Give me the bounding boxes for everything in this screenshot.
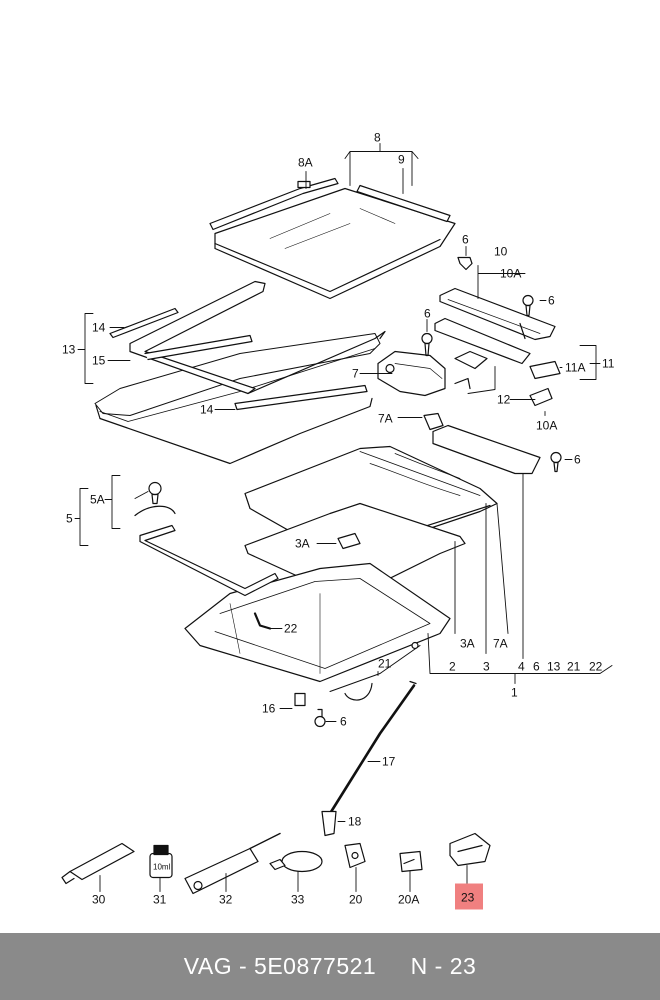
labels: 8 8A 9 6 10 10A 6 6 7 11A 11 12 10A 7A 6…: [62, 131, 615, 907]
label-part-20a: 20A: [398, 893, 419, 907]
label-part-30: 30: [92, 893, 106, 907]
label-22: 22: [284, 622, 298, 636]
seal-14-lower: [144, 334, 368, 411]
seal-15: [129, 280, 386, 395]
label-6-cross: 6: [574, 453, 581, 467]
label-bottom-7a: 7A: [493, 637, 508, 651]
label-21: 21: [378, 657, 392, 671]
roof-panel-2: [184, 562, 451, 683]
cover-23: [449, 832, 491, 867]
seal-14-upper: [109, 307, 179, 339]
seal-strip-9: [356, 184, 451, 223]
screw-6-rail: [522, 294, 534, 317]
label-9: 9: [398, 153, 405, 167]
label-bottom-1: 1: [511, 686, 518, 700]
screw-6-glass: [457, 256, 473, 271]
label-16: 16: [262, 702, 276, 716]
cross-member: [432, 424, 541, 475]
label-5a: 5A: [90, 493, 105, 507]
label-part-32: 32: [219, 893, 233, 907]
label-bottom-3: 3: [483, 660, 490, 674]
bracket-11a: [529, 360, 561, 380]
label-10a-low: 10A: [536, 419, 557, 433]
leader-lines: [74, 143, 613, 892]
guide-rail-10: [439, 287, 556, 341]
label-7: 7: [352, 367, 359, 381]
screw-6-cross: [550, 451, 562, 473]
label-6-roof: 6: [340, 715, 347, 729]
label-6-glass: 6: [462, 233, 469, 247]
part-number-footer: VAG - 5E0877521 N - 23: [0, 933, 660, 1000]
label-3a: 3A: [295, 537, 310, 551]
label-17: 17: [382, 755, 396, 769]
label-10: 10: [494, 245, 508, 259]
drain-hose-17: [328, 680, 417, 815]
guide-rail-11: [434, 317, 531, 365]
inner-panel-3: [244, 502, 466, 597]
screw-6-roof: [314, 708, 326, 728]
label-bottom-21: 21: [567, 660, 581, 674]
seal-5: [139, 524, 279, 597]
label-5: 5: [66, 512, 73, 526]
harness-21: [329, 641, 421, 701]
label-18: 18: [348, 815, 362, 829]
label-bottom-22: 22: [589, 660, 603, 674]
grease-tube-30: [61, 842, 135, 885]
label-6-rail: 6: [548, 294, 555, 308]
fastener-20: [344, 842, 366, 869]
motor-7: [377, 350, 446, 397]
hose-22: [253, 612, 272, 630]
label-13: 13: [62, 343, 76, 357]
label-bottom-6: 6: [533, 660, 540, 674]
part-number-text: VAG - 5E0877521 N - 23: [183, 953, 477, 979]
highlight-box-23: [455, 883, 483, 910]
label-11a: 11A: [565, 361, 585, 375]
label-part-31: 31: [153, 893, 167, 907]
clip-33: [269, 850, 323, 873]
label-10a-top: 10A: [500, 267, 521, 281]
label-bottom-2: 2: [449, 660, 456, 674]
label-bottom-13: 13: [547, 660, 561, 674]
label-6-motor: 6: [424, 307, 431, 321]
glass-panel: [214, 187, 456, 300]
clip-10a-low: [529, 387, 553, 407]
seal-frame-13: [94, 333, 381, 465]
clip-20a: [399, 850, 423, 873]
label-7a-mid: 7A: [378, 412, 393, 426]
label-8: 8: [374, 131, 381, 145]
bracket-7a: [423, 412, 444, 431]
label-14-upper: 14: [92, 321, 106, 335]
screw-6-motor: [421, 332, 433, 357]
bottle-10ml-label: 10ml: [153, 863, 171, 872]
bottle-31: 10ml: [149, 844, 173, 879]
connector-18: [321, 810, 337, 837]
label-14-lower: 14: [200, 403, 214, 417]
bolt-16: [294, 692, 306, 707]
label-11: 11: [602, 357, 615, 371]
cartridge-32: [184, 832, 281, 895]
seal-strip-8a: [209, 177, 339, 231]
label-part-33: 33: [291, 893, 305, 907]
label-8a: 8A: [298, 156, 313, 170]
label-part-23: 23: [461, 891, 475, 905]
label-part-20: 20: [349, 893, 363, 907]
label-bottom-4: 4: [518, 660, 525, 674]
screw-5a: [134, 481, 176, 517]
cable-12: [454, 350, 488, 390]
label-12: 12: [497, 393, 511, 407]
label-15: 15: [92, 354, 106, 368]
label-bottom-3a: 3A: [460, 637, 475, 651]
